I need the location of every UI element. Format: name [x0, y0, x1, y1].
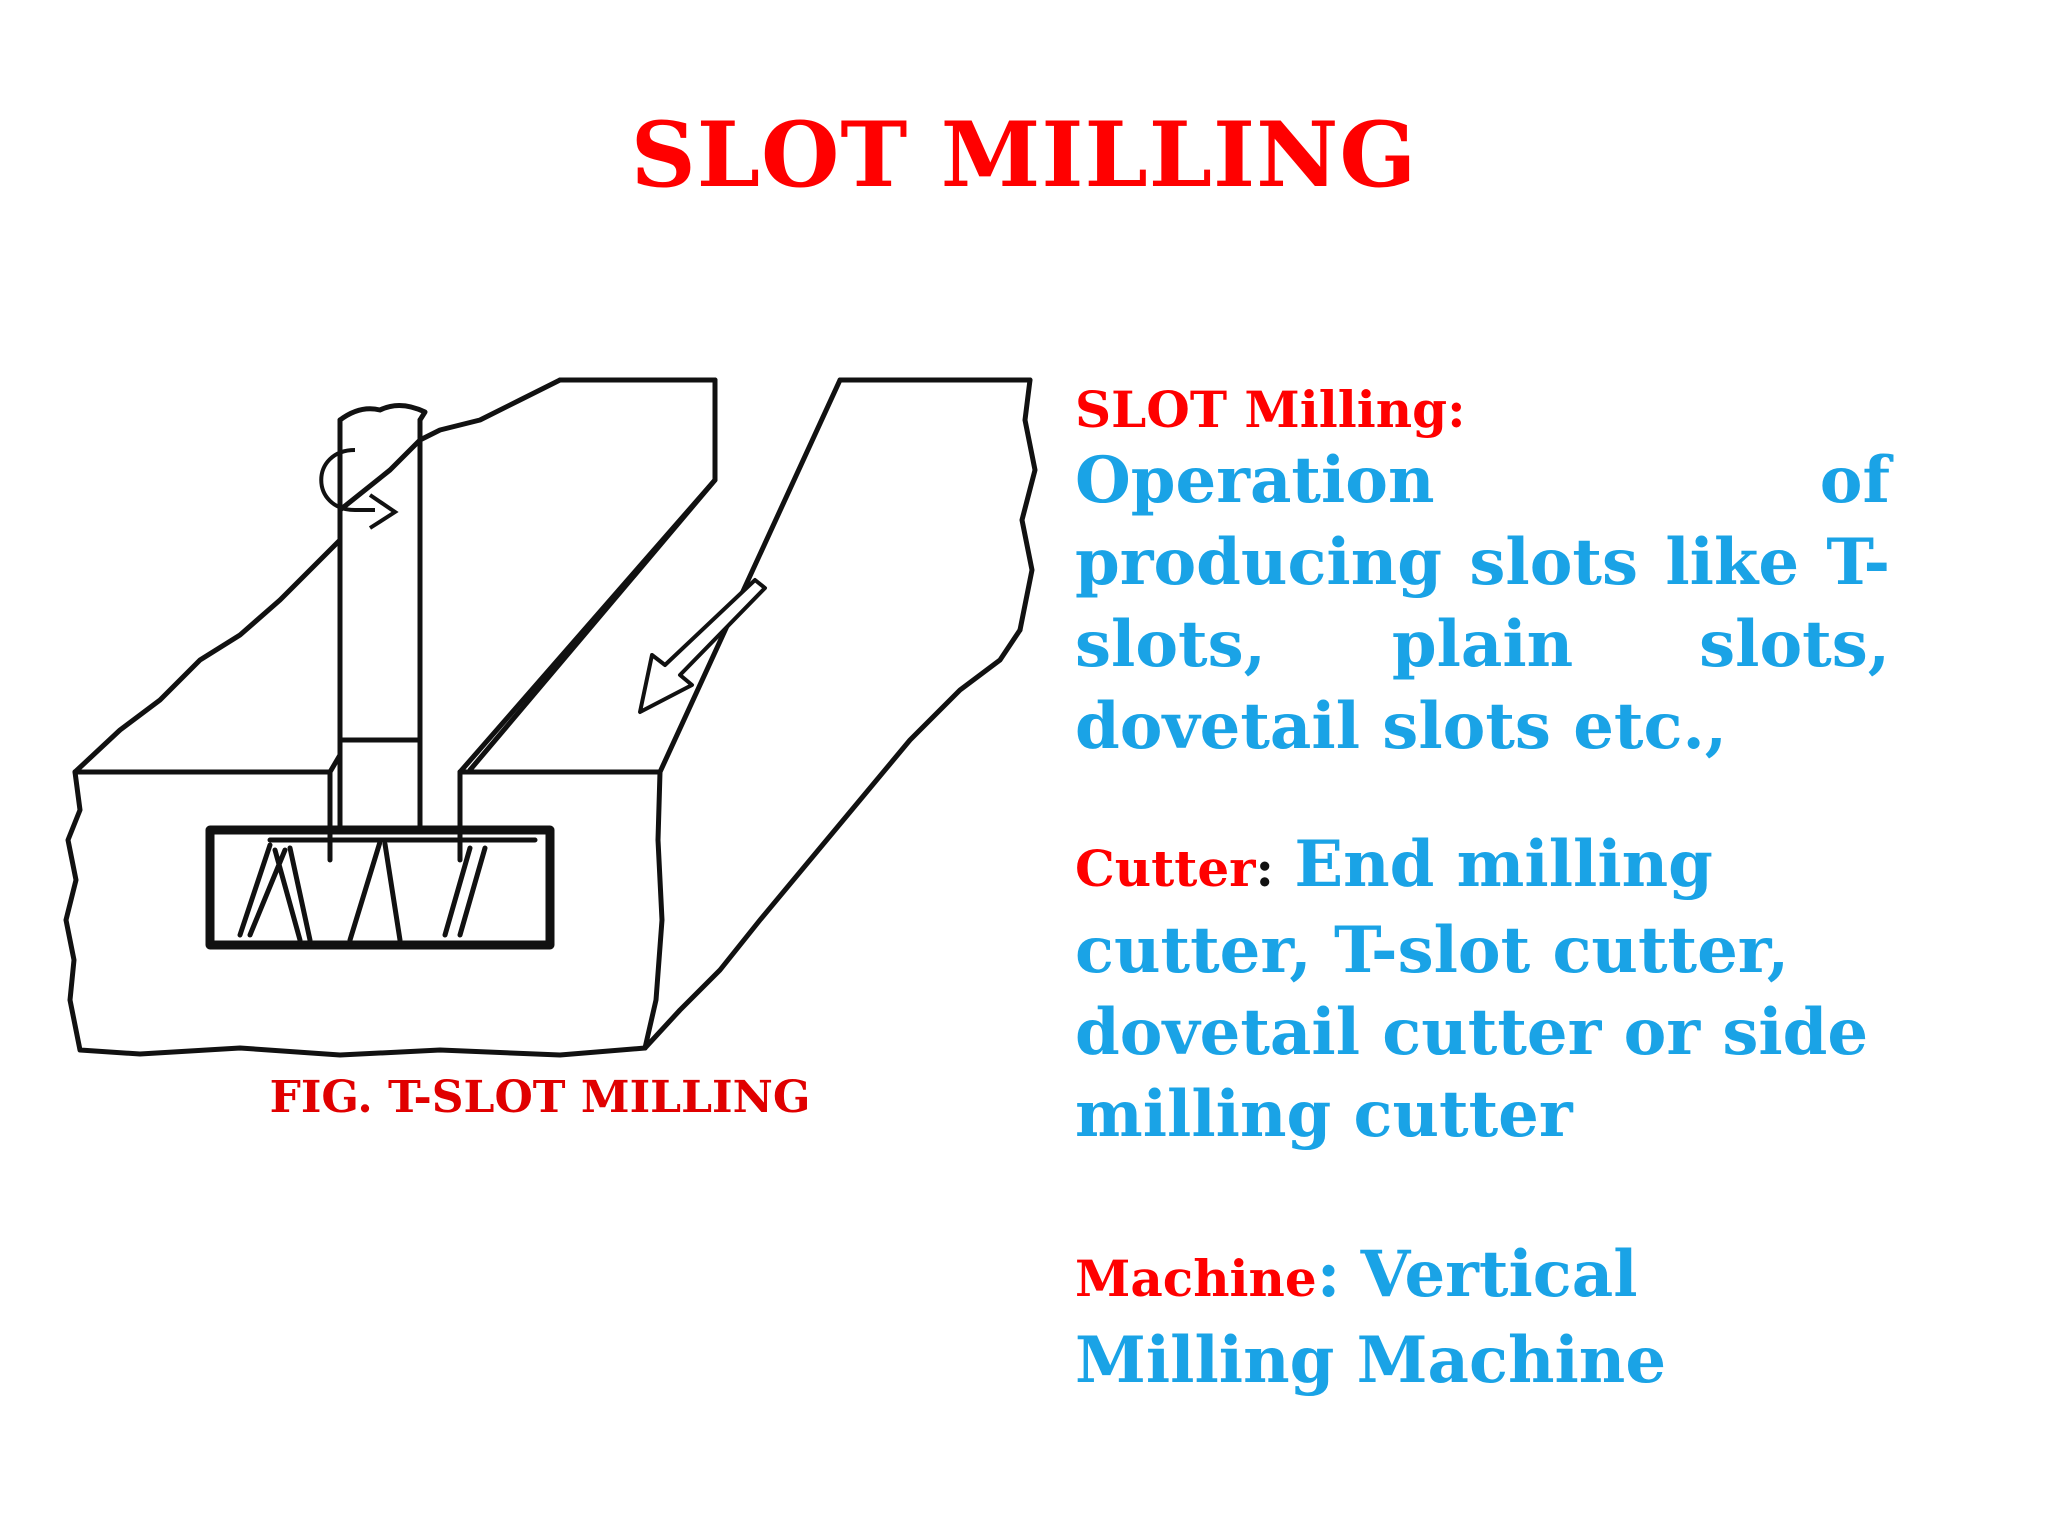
cutter-label: Cutter [1075, 839, 1256, 898]
feed-direction-arrow-icon [638, 578, 767, 714]
definition-text: Operation of producing slots like T-slot… [1075, 443, 1890, 764]
text-column: SLOT Milling: Operation of producing slo… [1075, 380, 1890, 1402]
workpiece-right-bottom-edge [642, 627, 1023, 1051]
right-block-top-front [657, 377, 843, 775]
workpiece-front-right-edge [642, 769, 665, 1051]
definition-label-line: SLOT Milling: [1075, 380, 1890, 440]
t-slot-milling-figure [40, 360, 1050, 1080]
cutter-text: End milling cutter, T-slot cutter, dovet… [1075, 827, 1869, 1152]
left-block-slot-wall [457, 377, 718, 775]
slide-title: SLOT MILLING [630, 102, 1418, 208]
figure-caption: FIG. T-SLOT MILLING [269, 1072, 811, 1123]
cutter-colon: : [1255, 839, 1274, 898]
slot-floor-edge [467, 477, 718, 773]
definition-label: SLOT Milling: [1075, 380, 1466, 439]
workpiece-front-face [63, 769, 648, 1058]
machine-block: Machine: Vertical Milling Machine [1075, 1234, 1890, 1402]
workpiece-left-back-edge [72, 537, 343, 775]
left-block-top-left [337, 377, 563, 513]
t-slot-milling-drawing [63, 377, 1038, 1058]
machine-text: Vertical Milling Machine [1075, 1237, 1667, 1398]
spindle-top [337, 403, 428, 423]
cutter-block: Cutter: End milling cutter, T-slot cutte… [1075, 824, 1890, 1156]
cutter-neck [337, 737, 423, 833]
machine-colon: : [1316, 1237, 1341, 1312]
machine-label: Machine [1075, 1249, 1317, 1308]
workpiece-right-back-edge [1017, 377, 1038, 633]
cutter-teeth [237, 837, 538, 943]
t-slot-cavity [205, 825, 555, 950]
spindle-shaft [337, 417, 423, 743]
rotation-arrow-icon [319, 448, 399, 530]
